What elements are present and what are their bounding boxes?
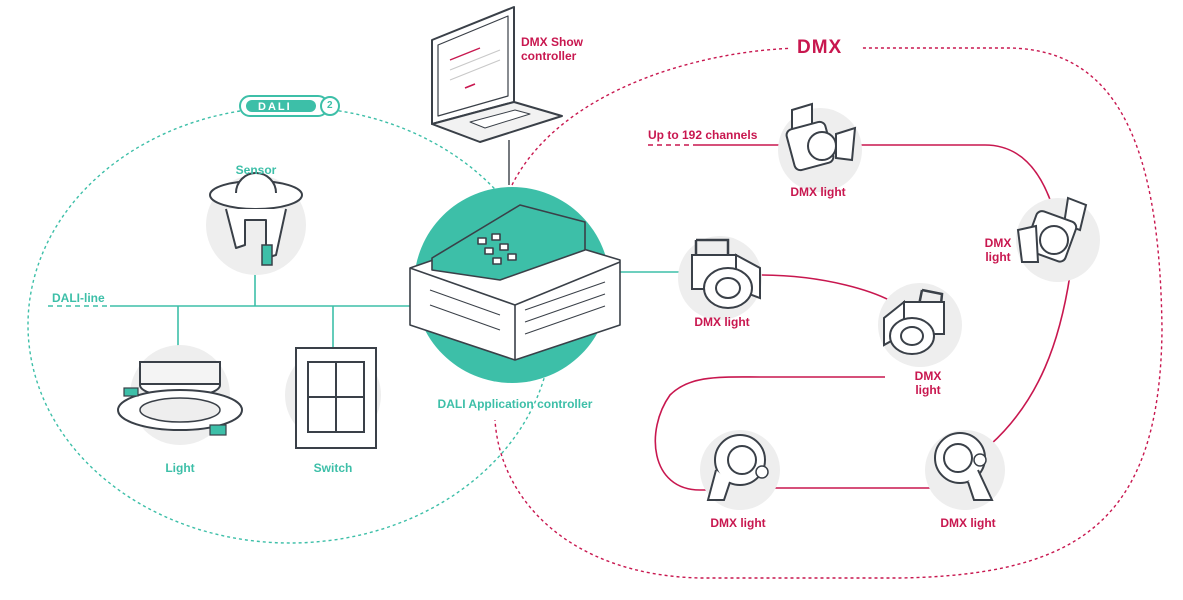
dmx-light-label-right-line2: light	[985, 250, 1011, 264]
dmx-parlight-left	[678, 236, 762, 320]
dmx-light-label-bottom-left: DMX light	[710, 516, 766, 530]
dmx-light-label-middle-line1: DMX	[914, 369, 942, 383]
dali-logo-badge: 2	[327, 100, 333, 111]
dmx-zone-boundary	[494, 47, 1163, 579]
wall-switch-icon	[285, 347, 381, 449]
sensor-icon	[206, 172, 306, 275]
dmx-zone-title: DMX	[797, 37, 843, 58]
dmx-show-controller-label-line2: controller	[521, 49, 577, 63]
dmx-light-label-right-line1: DMX	[984, 236, 1012, 250]
dmx-floodlight-bottom-left	[700, 430, 780, 510]
dmx-light-label-top: DMX light	[790, 185, 846, 199]
switch-label: Switch	[313, 461, 353, 475]
dmx-floodlight-bottom-right	[925, 430, 1005, 510]
dmx-wiring	[648, 144, 1071, 491]
dmx-parlight-middle	[878, 283, 962, 367]
dali-line-label: DALI-line	[52, 291, 105, 305]
dmx-spotlight-right	[1016, 196, 1100, 282]
dali2-logo	[239, 95, 340, 117]
dali-application-controller-icon	[409, 204, 621, 361]
light-label: Light	[165, 461, 195, 475]
channels-label: Up to 192 channels	[648, 128, 758, 142]
laptop-icon	[431, 6, 563, 143]
dmx-light-label-left: DMX light	[694, 315, 750, 329]
dmx-light-label-bottom-right: DMX light	[940, 516, 996, 530]
dmx-light-label-middle-line2: light	[915, 383, 941, 397]
controller-label: DALI Application controller	[437, 397, 593, 411]
dmx-spotlight-top	[778, 102, 862, 192]
dmx-title-bg	[790, 36, 862, 60]
dali-logo-text: DALI	[258, 101, 292, 113]
dmx-show-controller-label-line1: DMX Show	[521, 35, 583, 49]
dali-line-wiring	[48, 265, 690, 362]
downlight-icon	[117, 345, 243, 445]
sensor-label: Sensor	[235, 163, 277, 177]
